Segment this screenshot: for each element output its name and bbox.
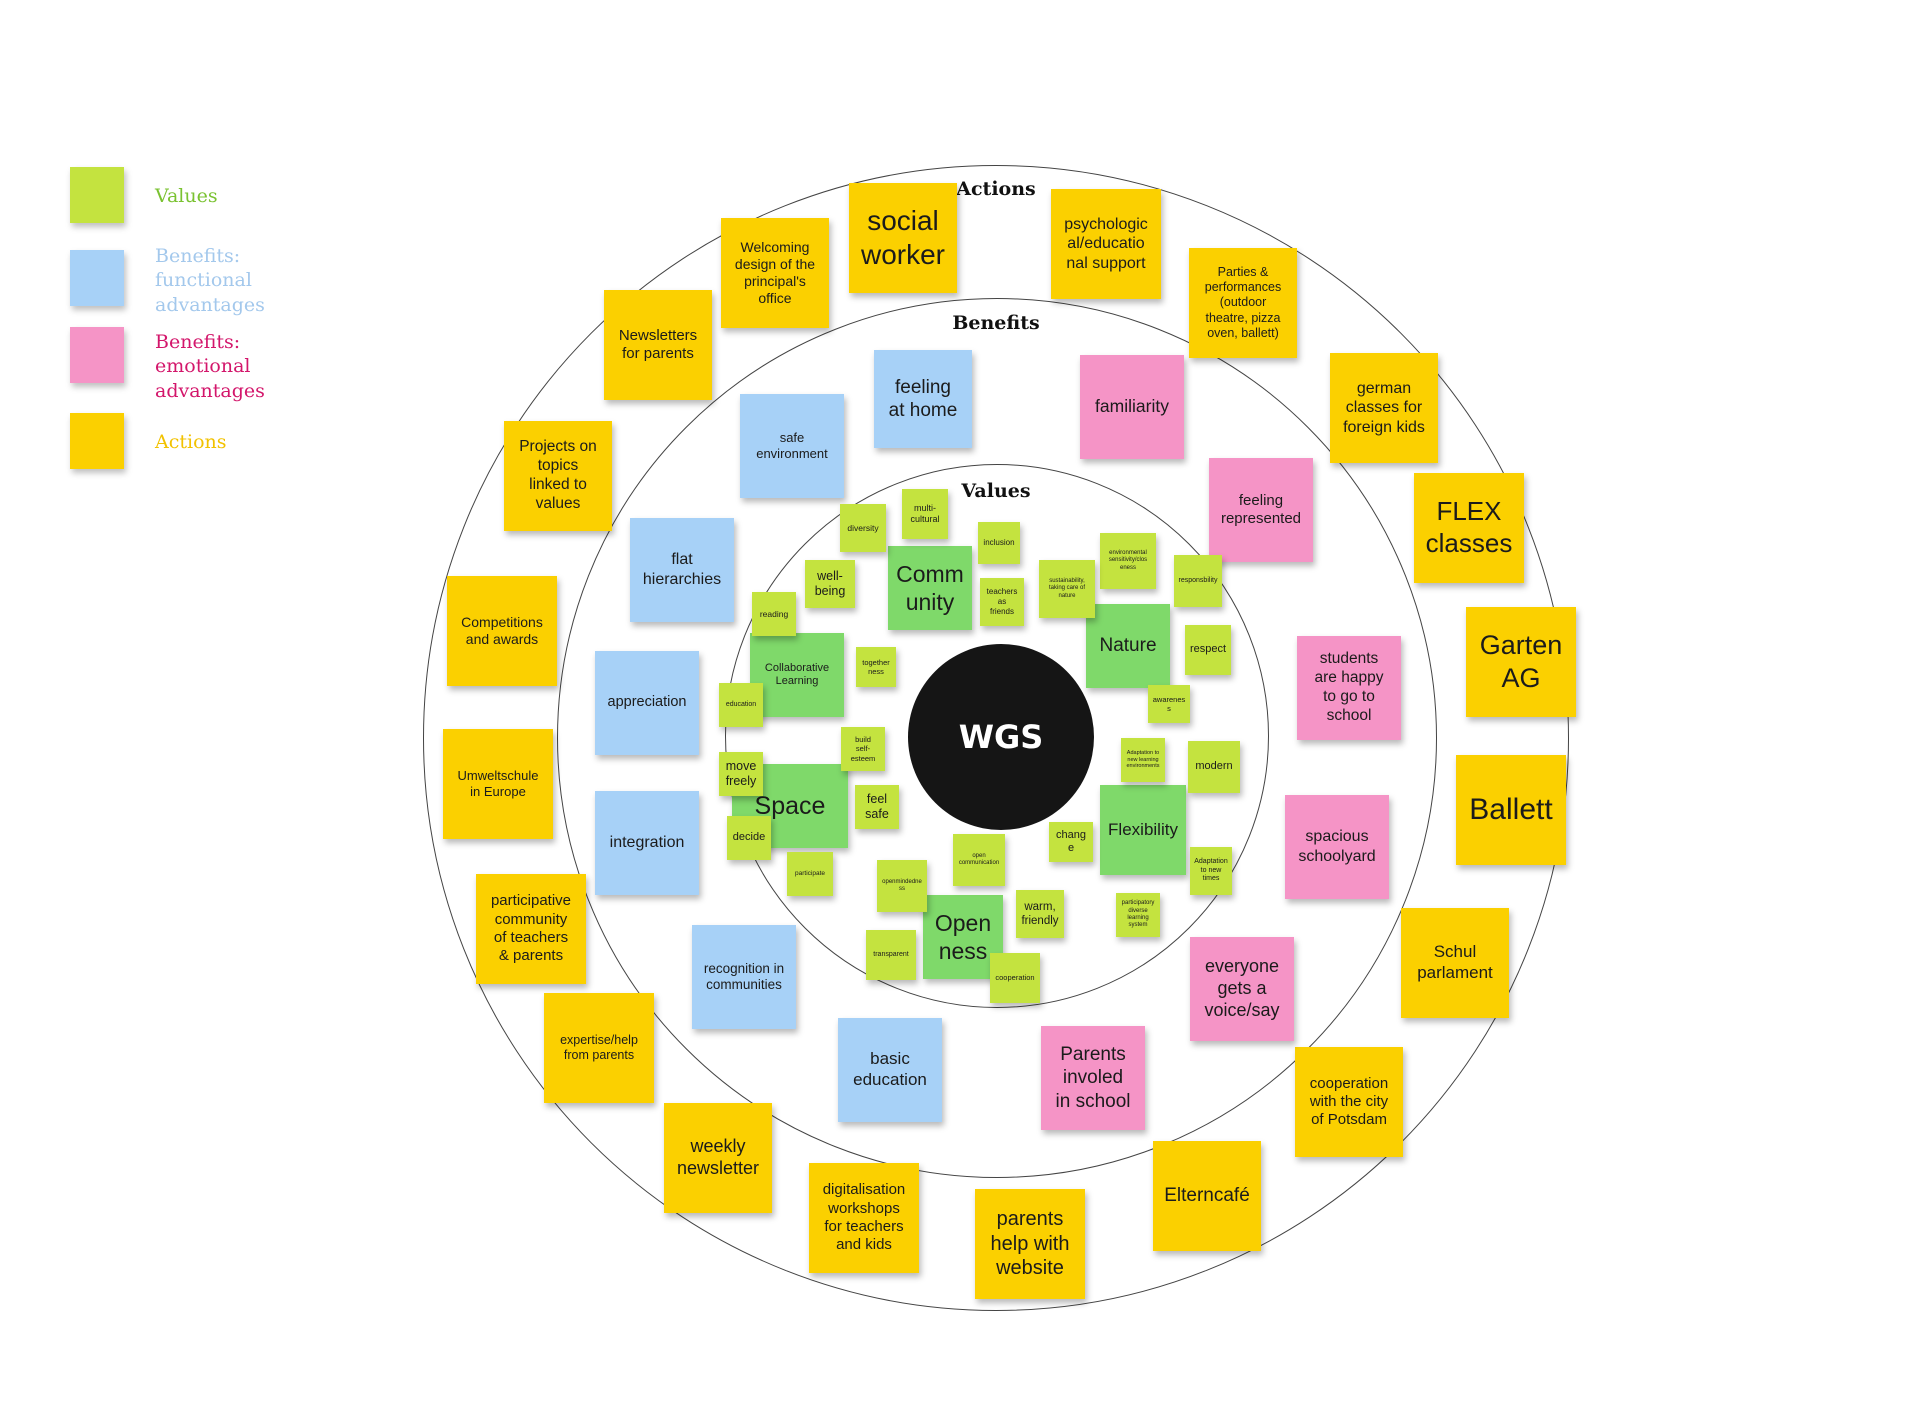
sticky-note-benefits-emotional-parents-involed-in-school[interactable]: Parents involed in school bbox=[1041, 1026, 1145, 1130]
sticky-note-actions-welcoming-design-of-the-principal-s-offi[interactable]: Welcoming design of the principal's offi… bbox=[721, 218, 829, 328]
sticky-note-values-small-build-self-esteem[interactable]: build self- esteem bbox=[841, 727, 885, 771]
sticky-note-actions-newsletters-for-parents[interactable]: Newsletters for parents bbox=[604, 290, 712, 400]
sticky-note-actions-ballett[interactable]: Ballett bbox=[1456, 755, 1566, 865]
sticky-note-actions-weekly-newsletter[interactable]: weekly newsletter bbox=[664, 1103, 772, 1213]
sticky-note-values-small-environmental-sensitivity-clos-eness[interactable]: environmental sensitivity/clos eness bbox=[1100, 533, 1156, 589]
outer-ring-label: Actions bbox=[956, 178, 1036, 200]
sticky-note-benefits-emotional-everyone-gets-a-voice-say[interactable]: everyone gets a voice/say bbox=[1190, 937, 1294, 1041]
sticky-note-actions-umweltschule-in-europe[interactable]: Umweltschule in Europe bbox=[443, 729, 553, 839]
sticky-note-actions-digitalisation-workshops-for-teachers-an[interactable]: digitalisation workshops for teachers an… bbox=[809, 1163, 919, 1273]
sticky-note-values-small-diversity[interactable]: diversity bbox=[840, 504, 886, 552]
sticky-note-values-small-openmindedness[interactable]: openmindedness bbox=[877, 860, 927, 912]
sticky-note-values-small-cooperation[interactable]: cooperation bbox=[990, 953, 1040, 1003]
sticky-note-values-small-decide[interactable]: decide bbox=[727, 816, 771, 860]
sticky-note-values-small-teachers-as-friends[interactable]: teachers as friends bbox=[980, 578, 1024, 626]
legend-values-label: Values bbox=[155, 185, 218, 207]
sticky-note-actions-flex-classes[interactable]: FLEX classes bbox=[1414, 473, 1524, 583]
sticky-note-actions-parents-help-with-website[interactable]: parents help with website bbox=[975, 1189, 1085, 1299]
sticky-note-values-small-participatory-diverse-learning-system[interactable]: participatory diverse learning system bbox=[1116, 893, 1160, 937]
sticky-note-values-core-collaborative-learning[interactable]: Collaborative Learning bbox=[750, 633, 844, 717]
sticky-note-values-small-adaptation-to-new-learning-environments[interactable]: Adaptation to new learning environments bbox=[1121, 738, 1165, 782]
sticky-note-values-small-sustainability-taking-care-of-nature[interactable]: sustainability, taking care of nature bbox=[1039, 560, 1095, 618]
sticky-note-benefits-emotional-feeling-represented[interactable]: feeling represented bbox=[1209, 458, 1313, 562]
legend-functional-benefits-swatch bbox=[70, 250, 124, 306]
sticky-note-values-small-transparent[interactable]: transparent bbox=[866, 930, 916, 980]
sticky-note-actions-cooperation-with-the-city-of-potsdam[interactable]: cooperation with the city of Potsdam bbox=[1295, 1047, 1403, 1157]
sticky-note-values-small-inclusion[interactable]: inclusion bbox=[978, 522, 1020, 564]
sticky-note-benefits-functional-integration[interactable]: integration bbox=[595, 791, 699, 895]
sticky-note-benefits-functional-appreciation[interactable]: appreciation bbox=[595, 651, 699, 755]
sticky-note-values-small-well-being[interactable]: well- being bbox=[805, 560, 855, 608]
sticky-note-values-small-together-ness[interactable]: together ness bbox=[856, 647, 896, 687]
sticky-note-actions-parties-performances-outdoor-theatre-piz[interactable]: Parties & performances (outdoor theatre,… bbox=[1189, 248, 1297, 358]
legend-values-swatch bbox=[70, 167, 124, 223]
sticky-note-values-small-awareness[interactable]: awareness bbox=[1148, 685, 1190, 723]
sticky-note-values-small-move-freely[interactable]: move freely bbox=[719, 752, 763, 796]
sticky-note-values-small-participate[interactable]: participate bbox=[787, 852, 833, 896]
legend-functional-benefits-label: Benefits: functional advantages bbox=[155, 245, 265, 316]
sticky-note-actions-schul-parlament[interactable]: Schul parlament bbox=[1401, 908, 1509, 1018]
sticky-note-benefits-functional-recognition-in-communities[interactable]: recognition in communities bbox=[692, 925, 796, 1029]
legend-emotional-benefits-swatch bbox=[70, 327, 124, 383]
sticky-note-actions-projects-on-topics-linked-to-values[interactable]: Projects on topics linked to values bbox=[504, 421, 612, 531]
sticky-note-benefits-functional-basic-education[interactable]: basic education bbox=[838, 1018, 942, 1122]
legend-actions-swatch bbox=[70, 413, 124, 469]
sticky-note-values-small-warm-friendly[interactable]: warm, friendly bbox=[1016, 890, 1064, 938]
sticky-note-values-core-open-ness[interactable]: Open ness bbox=[923, 895, 1003, 979]
sticky-note-benefits-emotional-students-are-happy-to-go-to-school[interactable]: students are happy to go to school bbox=[1297, 636, 1401, 740]
sticky-note-actions-elterncaf[interactable]: Elterncafé bbox=[1153, 1141, 1261, 1251]
sticky-note-values-core-comm-unity[interactable]: Comm unity bbox=[888, 546, 972, 630]
sticky-note-values-small-open-communication[interactable]: open communication bbox=[953, 834, 1005, 886]
inner-ring-values bbox=[725, 464, 1269, 1008]
sticky-note-actions-social-worker[interactable]: social worker bbox=[849, 183, 957, 293]
sticky-note-values-core-flexibility[interactable]: Flexibility bbox=[1100, 785, 1186, 875]
sticky-note-actions-participative-community-of-teachers-pare[interactable]: participative community of teachers & pa… bbox=[476, 874, 586, 984]
sticky-note-values-small-reading[interactable]: reading bbox=[752, 592, 796, 636]
sticky-note-benefits-functional-safe-environment[interactable]: safe environment bbox=[740, 394, 844, 498]
sticky-note-values-small-education[interactable]: education bbox=[719, 683, 763, 727]
sticky-note-values-core-nature[interactable]: Nature bbox=[1086, 604, 1170, 688]
sticky-note-values-small-responsbility[interactable]: responsbility bbox=[1174, 555, 1222, 607]
sticky-note-actions-competitions-and-awards[interactable]: Competitions and awards bbox=[447, 576, 557, 686]
sticky-note-benefits-emotional-familiarity[interactable]: familiarity bbox=[1080, 355, 1184, 459]
legend-actions-label: Actions bbox=[155, 431, 227, 453]
sticky-note-benefits-emotional-spacious-schoolyard[interactable]: spacious schoolyard bbox=[1285, 795, 1389, 899]
outer-ring-actions bbox=[423, 165, 1569, 1311]
sticky-note-benefits-functional-feeling-at-home[interactable]: feeling at home bbox=[874, 350, 972, 448]
sticky-note-actions-expertise-help-from-parents[interactable]: expertise/help from parents bbox=[544, 993, 654, 1103]
middle-ring-benefits bbox=[557, 298, 1437, 1178]
sticky-note-values-small-respect[interactable]: respect bbox=[1185, 625, 1231, 675]
sticky-note-actions-psychologic-al-educatio-nal-support[interactable]: psychologic al/educatio nal support bbox=[1051, 189, 1161, 299]
sticky-note-values-small-multi-cultural[interactable]: multi- cultural bbox=[902, 489, 948, 539]
sticky-note-values-small-adaptation-to-new-times[interactable]: Adaptation to new times bbox=[1190, 847, 1232, 895]
legend-emotional-benefits-label: Benefits: emotional advantages bbox=[155, 331, 265, 402]
sticky-note-actions-garten-ag[interactable]: Garten AG bbox=[1466, 607, 1576, 717]
sticky-note-values-small-modern[interactable]: modern bbox=[1188, 741, 1240, 793]
middle-ring-label: Benefits bbox=[952, 312, 1040, 334]
sticky-note-values-small-feel-safe[interactable]: feel safe bbox=[855, 785, 899, 829]
sticky-note-values-small-change[interactable]: change bbox=[1049, 822, 1093, 862]
sticky-note-actions-german-classes-for-foreign-kids[interactable]: german classes for foreign kids bbox=[1330, 353, 1438, 463]
inner-ring-label: Values bbox=[961, 480, 1031, 502]
wgs-center-circle: WGS bbox=[908, 644, 1094, 830]
sticky-note-benefits-functional-flat-hierarchies[interactable]: flat hierarchies bbox=[630, 518, 734, 622]
